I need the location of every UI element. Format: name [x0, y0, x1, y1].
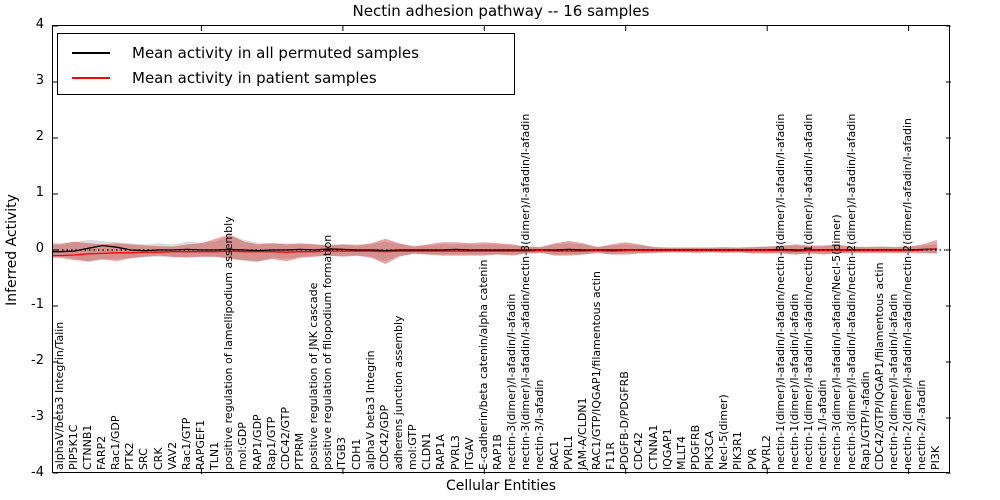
x-tick-label: CDC42: [632, 432, 646, 470]
x-tick-label: nectin-3(dimer)/I-afadin/I-afadin/nectin…: [519, 113, 533, 470]
x-tick-label: PVRL3: [448, 435, 462, 470]
legend: Mean activity in all permuted samples Me…: [57, 33, 515, 95]
x-tick-label: Rac1/GDP: [109, 415, 123, 470]
x-tick-label: JAM-A/CLDN1: [575, 397, 589, 470]
legend-item-label: Mean activity in all permuted samples: [132, 43, 419, 62]
x-axis-label: Cellular Entities: [445, 478, 557, 494]
x-tick-label: PDGFB-D/PDGFRB: [618, 371, 632, 470]
x-tick-label: PTK2: [123, 442, 137, 470]
x-tick-label: nectin-2(dimer)/I-afadin/I-afadin: [886, 293, 900, 470]
x-tick-label: nectin-3(dimer)/I-afadin/I-afadin/nectin…: [844, 113, 858, 470]
y-tick-label: 0: [35, 241, 44, 256]
x-tick-label: Rap1/GTP/I-afadin: [858, 371, 872, 470]
plot-area: [52, 25, 951, 474]
y-tick-label: 4: [35, 17, 44, 32]
x-tick-label: VAV2: [165, 441, 179, 470]
x-tick-label: nectin-1(dimer)/I-afadin/I-afadin: [787, 293, 801, 470]
x-tick-label: CDC42/GTP/IQGAP1/filamentous actin: [872, 262, 886, 470]
x-tick-label: positive regulation of filopodium format…: [321, 234, 335, 470]
x-tick-label: FARP2: [94, 435, 108, 470]
x-tick-label: RAP1/GDP: [250, 414, 264, 470]
x-tick-label: alphaV/beta3 Integrin/Talin: [52, 321, 66, 470]
x-tick-label: nectin-3(dimer)/I-afadin/I-afadin/Necl-5…: [830, 214, 844, 470]
band-permuted-samples-range: [53, 236, 937, 263]
axis-tick-marks: [53, 26, 951, 474]
chart-title: Nectin adhesion pathway -- 16 samples: [352, 2, 650, 20]
x-tick-label: positive regulation of JNK cascade: [307, 282, 321, 470]
legend-item: Mean activity in all permuted samples: [72, 40, 514, 65]
line-permuted-mean: [53, 244, 937, 253]
x-tick-label: Rac1/GTP: [179, 417, 193, 470]
band-patient-samples-range: [53, 234, 937, 264]
x-tick-label: E-cadherin/beta catenin/alpha catenin: [476, 259, 490, 470]
x-tick-label: PI3K: [929, 445, 943, 470]
x-tick-label: nectin-3(dimer)/I-afadin/I-afadin: [505, 293, 519, 470]
x-tick-label: RAPGEF1: [193, 419, 207, 470]
x-tick-label: SRC: [137, 448, 151, 470]
x-tick-label: PTPRM: [292, 432, 306, 470]
x-tick-label: CDC42/GTP: [278, 406, 292, 470]
x-tick-label: Rap1/GTP: [264, 416, 278, 470]
y-tick-label: 1: [35, 185, 44, 200]
x-tick-label: CDH1: [349, 438, 363, 470]
x-tick-label: nectin-2(dimer)/I-afadin/I-afadin/nectin…: [901, 118, 915, 470]
y-tick-label: -1: [31, 297, 44, 312]
x-tick-label: ITGAV: [462, 437, 476, 470]
x-tick-label: nectin-1(dimer)/I-afadin/I-afadin/nectin…: [802, 113, 816, 470]
x-tick-label: CDC42/GDP: [377, 404, 391, 470]
x-tick-label: PIK3CA: [703, 430, 717, 470]
x-tick-label: RAC1/GTP/IQGAP1/filamentous actin: [589, 271, 603, 470]
x-tick-label: PDGFRB: [688, 424, 702, 470]
x-tick-label: PVRL2: [759, 435, 773, 470]
x-tick-label: PIP5K1C: [66, 424, 80, 470]
x-tick-label: CRK: [151, 447, 165, 470]
x-tick-label: nectin-1(dimer)/I-afadin/I-afadin/nectin…: [773, 113, 787, 470]
x-tick-label: RAC1: [547, 440, 561, 470]
x-tick-label: RAP1A: [434, 434, 448, 470]
x-tick-label: nectin-2/I-afadin: [915, 379, 929, 470]
permuted-line-sample-icon: [72, 51, 110, 54]
x-tick-label: alphaV beta3 Integrin: [363, 350, 377, 470]
legend-item-label: Mean activity in patient samples: [132, 68, 377, 87]
y-tick-label: -2: [31, 353, 44, 368]
line-patient-mean: [53, 248, 937, 257]
x-tick-label: F11R: [604, 442, 618, 470]
x-tick-label: CTNNB1: [80, 424, 94, 470]
x-tick-label: PVRL1: [561, 435, 575, 470]
x-tick-label: PVR: [745, 448, 759, 470]
x-tick-label: nectin-3/I-afadin: [533, 379, 547, 470]
x-tick-label: MLLT4: [674, 436, 688, 470]
x-tick-label: ITGB3: [335, 436, 349, 470]
y-tick-label: -3: [31, 409, 44, 424]
y-tick-label: -4: [31, 465, 44, 480]
patient-line-sample-icon: [72, 76, 110, 79]
x-tick-label: TLN1: [208, 441, 222, 470]
x-tick-label: mol:GDP: [236, 422, 250, 470]
y-tick-label: 3: [35, 73, 44, 88]
y-tick-label: 2: [35, 129, 44, 144]
x-tick-label: CTNNA1: [646, 424, 660, 470]
chart-svg: [53, 26, 951, 474]
x-tick-label: RAP1B: [490, 434, 504, 470]
x-tick-label: mol:GTP: [406, 424, 420, 470]
x-tick-label: PIK3R1: [731, 431, 745, 470]
x-tick-label: Necl-5(dimer): [717, 394, 731, 470]
x-tick-label: CLDN1: [420, 432, 434, 470]
legend-item: Mean activity in patient samples: [72, 65, 514, 90]
x-tick-label: adherens junction assembly: [391, 315, 405, 470]
x-tick-label: nectin-1/I-afadin: [816, 379, 830, 470]
x-tick-label: IQGAP1: [660, 428, 674, 470]
x-tick-label: positive regulation of lamellipodium ass…: [222, 216, 236, 470]
